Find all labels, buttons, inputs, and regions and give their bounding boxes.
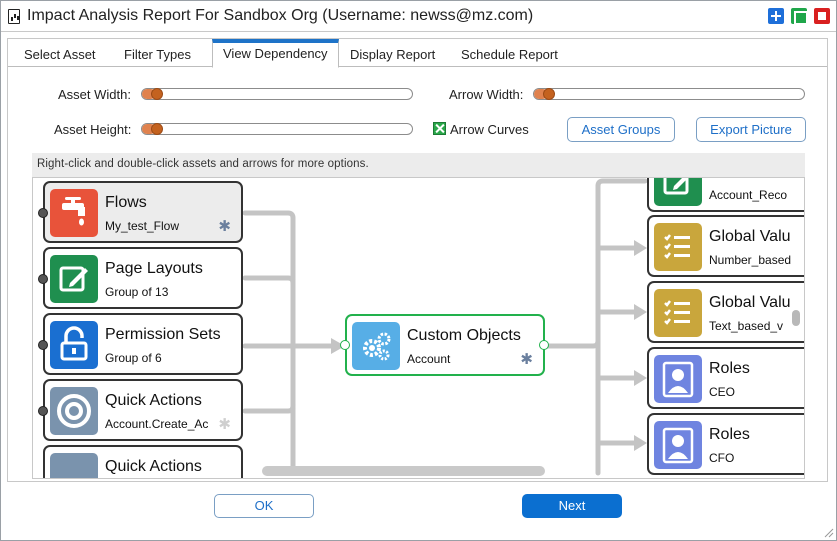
arrow-width-label: Arrow Width: bbox=[449, 87, 524, 102]
asset-height-slider[interactable] bbox=[141, 123, 413, 135]
arrow-line-page-layouts bbox=[242, 275, 296, 286]
asset-name: Custom Objects bbox=[407, 327, 521, 344]
tab-view-dependency[interactable]: View Dependency bbox=[212, 39, 339, 68]
asset-node-record-type[interactable]: Account_Reco bbox=[647, 178, 804, 212]
asset-node-flows[interactable]: Flows My_test_Flow ✱ bbox=[43, 181, 243, 243]
connector-in-dot[interactable] bbox=[340, 340, 350, 350]
maximize-window-button[interactable] bbox=[791, 8, 808, 25]
person-icon bbox=[654, 355, 702, 403]
asset-name: Roles bbox=[709, 360, 750, 377]
asset-name: Flows bbox=[105, 194, 147, 211]
dependency-canvas[interactable]: Flows My_test_Flow ✱ Page Layouts Group … bbox=[32, 177, 805, 479]
dependency-arrows bbox=[242, 178, 648, 476]
connector-dot[interactable] bbox=[38, 208, 48, 218]
asset-sub: CFO bbox=[709, 451, 735, 465]
close-window-button[interactable] bbox=[814, 8, 830, 24]
arrowhead-text bbox=[634, 304, 647, 320]
asset-width-fill bbox=[142, 89, 156, 99]
expand-icon[interactable]: ✱ bbox=[218, 218, 231, 235]
ok-button[interactable]: OK bbox=[214, 494, 314, 518]
asset-height-fill bbox=[142, 124, 156, 134]
target-icon bbox=[50, 453, 98, 478]
expand-icon[interactable]: ✱ bbox=[520, 351, 533, 368]
unlock-icon bbox=[50, 321, 98, 369]
connector-dot[interactable] bbox=[38, 340, 48, 350]
add-window-button[interactable] bbox=[768, 8, 784, 24]
arrow-width-fill bbox=[534, 89, 548, 99]
asset-node-quick-actions[interactable]: Quick Actions Account.Create_Ac ✱ bbox=[43, 379, 243, 441]
title-bar: Impact Analysis Report For Sandbox Org (… bbox=[1, 1, 836, 32]
arrow-line-out-top bbox=[542, 178, 648, 349]
asset-name: Quick Actions bbox=[105, 392, 202, 409]
tab-filter-types[interactable]: Filter Types bbox=[124, 47, 191, 62]
asset-width-slider[interactable] bbox=[141, 88, 413, 100]
arrowhead-center bbox=[331, 338, 345, 354]
horizontal-scrollbar[interactable] bbox=[262, 466, 545, 476]
asset-node-permission-sets[interactable]: Permission Sets Group of 6 bbox=[43, 313, 243, 375]
asset-name: Global Valu bbox=[709, 228, 791, 245]
arrow-curves-label: Arrow Curves bbox=[450, 122, 529, 137]
asset-node-global-value-number[interactable]: Global Valu Number_based bbox=[647, 215, 804, 277]
asset-name: Permission Sets bbox=[105, 326, 221, 343]
asset-name: Page Layouts bbox=[105, 260, 203, 277]
window-title: Impact Analysis Report For Sandbox Org (… bbox=[27, 7, 534, 24]
arrow-width-knob[interactable] bbox=[543, 88, 555, 100]
next-button[interactable]: Next bbox=[522, 494, 622, 518]
asset-sub: CEO bbox=[709, 385, 736, 399]
connector-out-dot[interactable] bbox=[539, 340, 549, 350]
resize-grip-icon[interactable] bbox=[824, 528, 834, 538]
asset-height-knob[interactable] bbox=[151, 123, 163, 135]
vertical-scrollbar[interactable] bbox=[792, 310, 800, 326]
arrowhead-cfo bbox=[634, 435, 647, 451]
arrow-line-flows bbox=[242, 210, 296, 476]
asset-sub: Number_based bbox=[709, 253, 792, 267]
expand-icon[interactable]: ✱ bbox=[218, 416, 231, 433]
arrowhead-number bbox=[634, 240, 647, 256]
edit-icon bbox=[50, 255, 98, 303]
export-picture-button[interactable]: Export Picture bbox=[696, 117, 806, 142]
asset-node-role-ceo[interactable]: Roles CEO bbox=[647, 347, 804, 409]
asset-name: Global Valu bbox=[709, 294, 791, 311]
asset-width-label: Asset Width: bbox=[58, 87, 131, 102]
arrow-line-quick-actions bbox=[242, 403, 296, 414]
asset-node-custom-objects[interactable]: Custom Objects Account ✱ bbox=[345, 314, 545, 376]
connector-dot[interactable] bbox=[38, 406, 48, 416]
asset-sub: Group of 6 bbox=[105, 351, 162, 365]
arrowhead-ceo bbox=[634, 370, 647, 386]
list-icon bbox=[654, 223, 702, 271]
asset-name: Quick Actions bbox=[105, 458, 202, 475]
asset-name: Roles bbox=[709, 426, 750, 443]
asset-sub: Account bbox=[407, 352, 451, 366]
arrow-curves-checkbox[interactable] bbox=[433, 122, 446, 135]
tab-display-report[interactable]: Display Report bbox=[350, 47, 436, 62]
asset-groups-button[interactable]: Asset Groups bbox=[567, 117, 675, 142]
asset-node-page-layouts[interactable]: Page Layouts Group of 13 bbox=[43, 247, 243, 309]
tab-select-asset[interactable]: Select Asset bbox=[24, 47, 96, 62]
tap-icon bbox=[50, 189, 98, 237]
target-icon bbox=[50, 387, 98, 435]
asset-node-global-value-text[interactable]: Global Valu Text_based_v bbox=[647, 281, 804, 343]
arrow-width-slider[interactable] bbox=[533, 88, 805, 100]
asset-sub: My_test_Flow bbox=[105, 219, 180, 233]
list-icon bbox=[654, 289, 702, 337]
gears-icon bbox=[352, 322, 400, 370]
asset-height-label: Asset Height: bbox=[54, 122, 132, 137]
person-icon bbox=[654, 421, 702, 469]
asset-sub: Account_Reco bbox=[709, 188, 788, 202]
tab-schedule-report[interactable]: Schedule Report bbox=[461, 47, 558, 62]
asset-sub: Account.Create_Ac bbox=[105, 417, 209, 431]
asset-width-knob[interactable] bbox=[151, 88, 163, 100]
edit-icon bbox=[654, 178, 702, 206]
asset-sub: Group of 13 bbox=[105, 285, 169, 299]
asset-sub: Text_based_v bbox=[709, 319, 784, 333]
tab-bar: Select Asset Filter Types View Dependenc… bbox=[8, 39, 827, 68]
asset-node-quick-actions-2[interactable]: Quick Actions bbox=[43, 445, 243, 478]
report-app-icon bbox=[8, 9, 20, 24]
hint-bar: Right-click and double-click assets and … bbox=[32, 153, 805, 177]
asset-node-role-cfo[interactable]: Roles CFO bbox=[647, 413, 804, 475]
connector-dot[interactable] bbox=[38, 274, 48, 284]
